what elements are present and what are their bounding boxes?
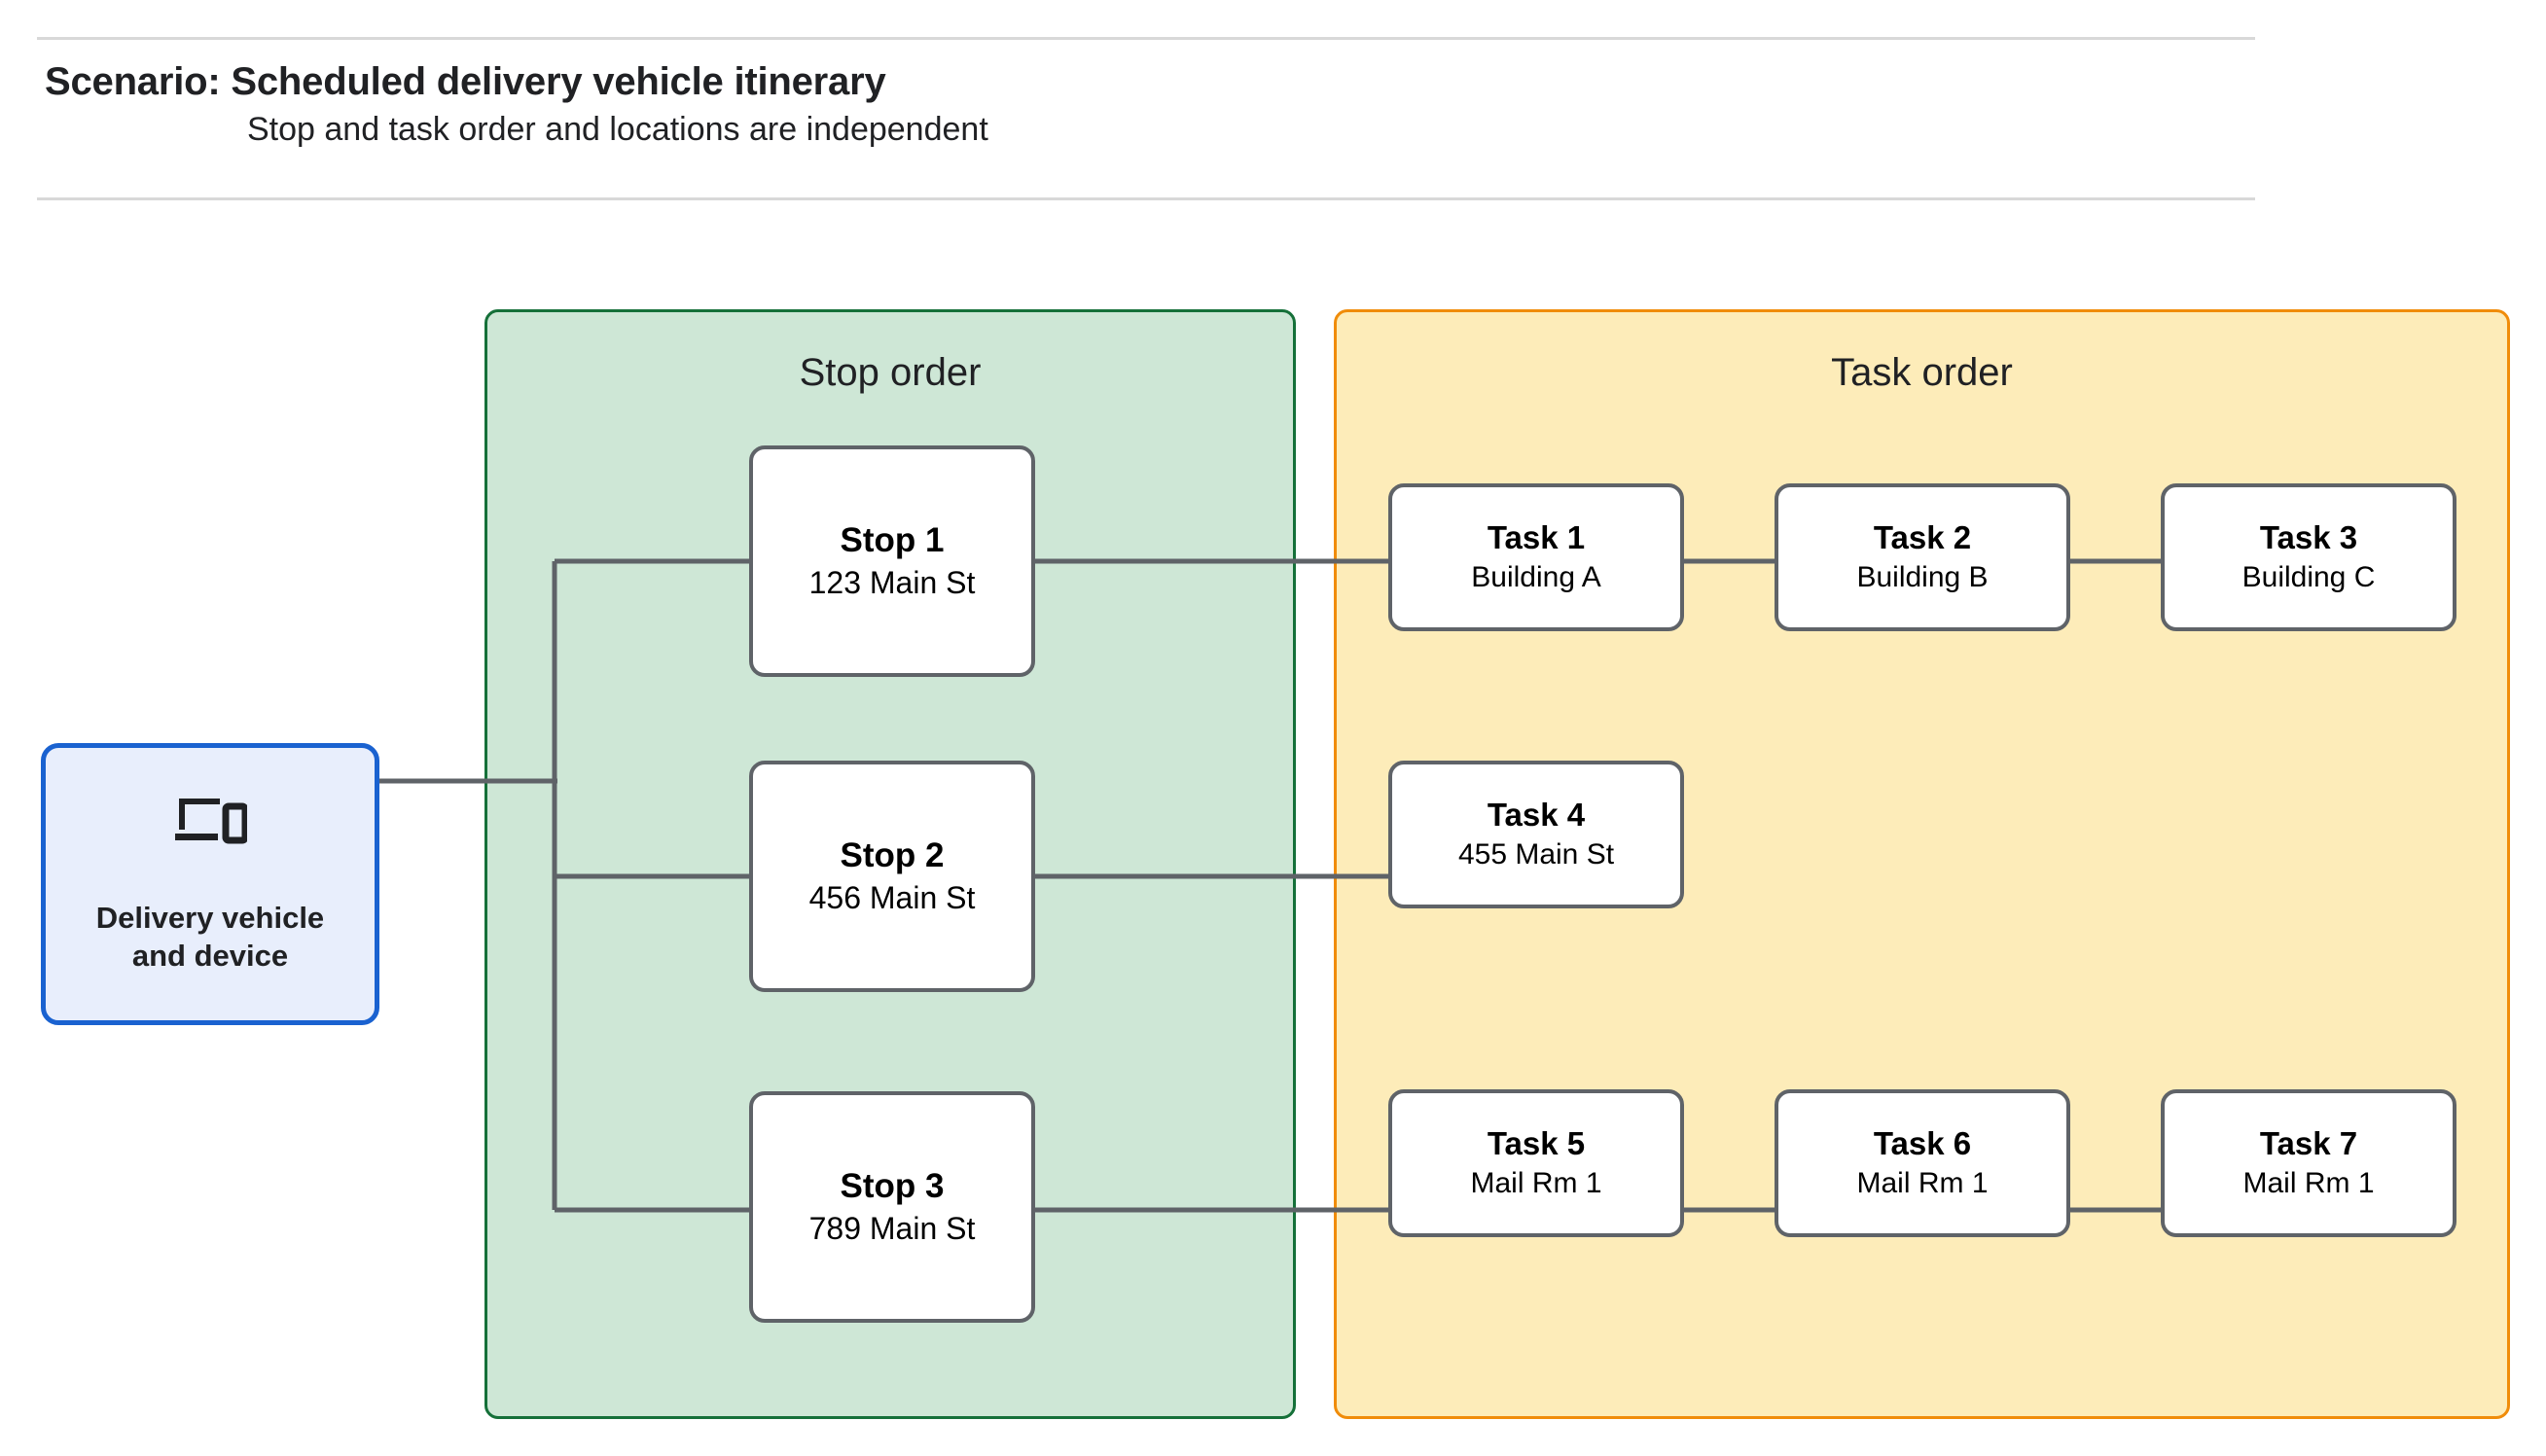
task-node-location: Building A [1471, 560, 1601, 593]
task-node-title: Task 4 [1487, 797, 1586, 834]
task-node-location: Building B [1856, 560, 1989, 593]
stop-node-title: Stop 1 [840, 520, 945, 559]
task-node-location: Mail Rm 1 [1470, 1166, 1602, 1199]
task-node-3[interactable]: Task 3 Building C [2161, 483, 2456, 631]
device-label: Delivery vehicle and device [95, 901, 325, 973]
task-node-7[interactable]: Task 7 Mail Rm 1 [2161, 1089, 2456, 1237]
task-node-location: Mail Rm 1 [1856, 1166, 1989, 1199]
task-node-5[interactable]: Task 5 Mail Rm 1 [1388, 1089, 1684, 1237]
stop-node-title: Stop 2 [840, 835, 945, 874]
header-divider-bottom [37, 197, 2255, 200]
task-node-1[interactable]: Task 1 Building A [1388, 483, 1684, 631]
task-node-title: Task 6 [1873, 1125, 1972, 1162]
delivery-vehicle-and-device-node[interactable]: Delivery vehicle and device [41, 743, 379, 1025]
task-node-4[interactable]: Task 4 455 Main St [1388, 761, 1684, 908]
task-node-location: 455 Main St [1457, 837, 1615, 870]
stop-node-address: 123 Main St [808, 564, 976, 600]
task-node-location: Mail Rm 1 [2242, 1166, 2375, 1199]
page-title: Scenario: Scheduled delivery vehicle iti… [45, 60, 886, 103]
task-order-panel-title: Task order [1831, 351, 2013, 394]
task-node-title: Task 7 [2259, 1125, 2358, 1162]
task-node-location: Building C [2241, 560, 2376, 593]
task-node-2[interactable]: Task 2 Building B [1775, 483, 2070, 631]
header-divider-top [37, 37, 2255, 40]
task-node-title: Task 3 [2259, 519, 2358, 556]
task-node-title: Task 1 [1487, 519, 1586, 556]
task-node-title: Task 5 [1487, 1125, 1586, 1162]
stop-order-panel-title: Stop order [799, 351, 982, 394]
page-subtitle: Stop and task order and locations are in… [247, 111, 988, 148]
stop-node-title: Stop 3 [840, 1166, 945, 1205]
task-node-6[interactable]: Task 6 Mail Rm 1 [1775, 1089, 2070, 1237]
devices-icon [175, 799, 247, 844]
stop-node-1[interactable]: Stop 1 123 Main St [749, 445, 1035, 677]
task-node-title: Task 2 [1873, 519, 1972, 556]
stop-node-address: 456 Main St [808, 879, 976, 915]
stop-node-2[interactable]: Stop 2 456 Main St [749, 761, 1035, 992]
stop-node-address: 789 Main St [808, 1210, 976, 1246]
stop-node-3[interactable]: Stop 3 789 Main St [749, 1091, 1035, 1323]
